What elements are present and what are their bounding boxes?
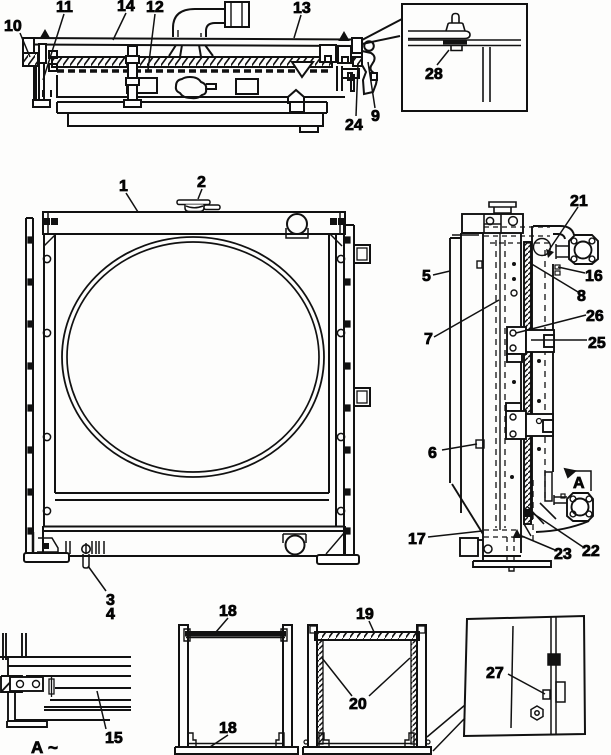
svg-text:3: 3 <box>106 592 115 609</box>
svg-text:13: 13 <box>293 0 311 17</box>
svg-text:10: 10 <box>4 18 22 35</box>
svg-text:2: 2 <box>197 174 206 191</box>
svg-text:21: 21 <box>570 193 588 210</box>
svg-text:5: 5 <box>422 268 431 285</box>
svg-text:24: 24 <box>345 117 363 134</box>
svg-text:25: 25 <box>588 335 606 352</box>
svg-text:14: 14 <box>117 0 135 15</box>
svg-text:23: 23 <box>554 546 572 563</box>
svg-text:8: 8 <box>577 288 586 305</box>
svg-text:18: 18 <box>219 720 237 737</box>
svg-text:~: ~ <box>48 738 58 755</box>
svg-text:7: 7 <box>424 331 433 348</box>
svg-text:27: 27 <box>486 665 504 682</box>
svg-text:20: 20 <box>349 696 367 713</box>
svg-text:9: 9 <box>371 108 380 125</box>
svg-text:11: 11 <box>56 0 73 16</box>
svg-text:1: 1 <box>119 178 128 195</box>
svg-text:4: 4 <box>106 606 115 623</box>
svg-text:28: 28 <box>425 66 443 83</box>
svg-text:12: 12 <box>146 0 164 16</box>
svg-text:26: 26 <box>586 308 604 325</box>
svg-text:18: 18 <box>219 603 237 620</box>
svg-text:22: 22 <box>582 543 600 560</box>
svg-text:17: 17 <box>408 531 426 548</box>
svg-text:A: A <box>573 475 585 492</box>
svg-text:6: 6 <box>428 445 437 462</box>
svg-text:15: 15 <box>105 730 123 747</box>
svg-text:A: A <box>31 738 43 755</box>
svg-text:16: 16 <box>585 268 603 285</box>
svg-text:19: 19 <box>356 606 374 623</box>
